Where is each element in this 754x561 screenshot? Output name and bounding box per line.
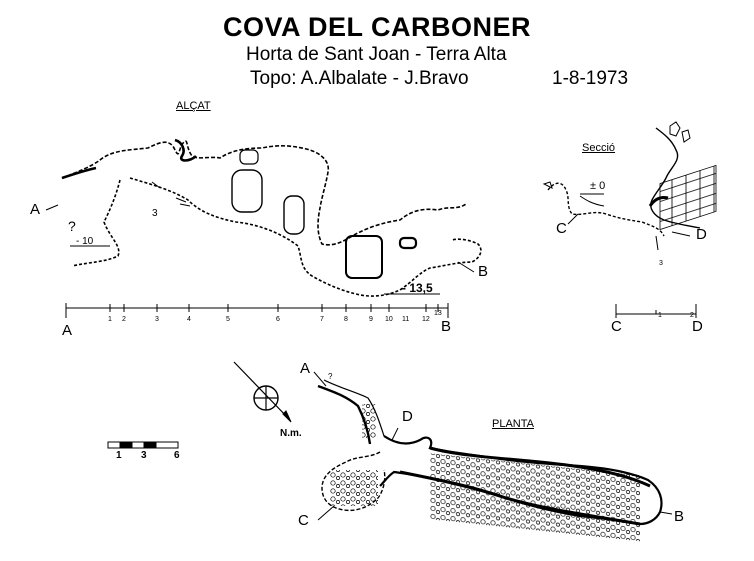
alcat-tick-label: 5 <box>226 316 230 323</box>
planta-label-b: B <box>674 508 685 525</box>
location-subtitle: Horta de Sant Joan - Terra Alta <box>246 44 507 65</box>
alcat-tick-label: 4 <box>187 316 191 323</box>
planta-title: PLANTA <box>492 418 534 430</box>
seccio-tick-label: 2 <box>690 312 694 319</box>
planta-label-d: D <box>402 408 413 425</box>
north-label: N.m. <box>280 428 302 439</box>
seccio-scale-d: D <box>692 318 703 335</box>
plan-scale-label: 3 <box>141 450 147 461</box>
alcat-tick-label: 7 <box>320 316 324 323</box>
alcat-tick-label: 8 <box>344 316 348 323</box>
seccio-label-d: D <box>696 226 707 243</box>
seccio-tick-label: 1 <box>658 312 662 319</box>
seccio-title: Secció <box>582 142 616 154</box>
alcat-tick-label: 1 <box>108 316 112 323</box>
plan-scale-label: 6 <box>174 450 180 461</box>
alcat-elevation <box>45 138 482 309</box>
page-title: COVA DEL CARBONER <box>222 12 532 42</box>
seccio-section <box>542 121 717 318</box>
seccio-scale-c: C <box>611 318 622 335</box>
alcat-scale-ticks <box>65 303 449 318</box>
survey-date: 1-8-1973 <box>552 68 629 89</box>
alcat-tick-label: 12 <box>422 316 430 323</box>
alcat-scale-b: B <box>441 318 452 335</box>
alcat-level-minus-10: - 10 <box>76 236 94 247</box>
alcat-scale-a: A <box>62 322 73 339</box>
alcat-tick-label: 9 <box>369 316 373 323</box>
seccio-level-zero: ± 0 <box>590 180 606 192</box>
topographers-credit: Topo: A.Albalate - J.Bravo <box>250 68 469 89</box>
alcat-number-3: 3 <box>152 208 158 219</box>
alcat-tick-label: 13 <box>434 310 442 317</box>
alcat-tick-label: 6 <box>276 316 280 323</box>
seccio-label-c: C <box>556 220 567 237</box>
alcat-tick-label: 3 <box>155 316 159 323</box>
alcat-label-b: B <box>478 263 489 280</box>
alcat-tick-label: 2 <box>122 316 126 323</box>
alcat-title: ALÇAT <box>176 100 211 112</box>
alcat-tick-label: 11 <box>402 316 410 323</box>
planta-plan <box>107 361 673 542</box>
plan-scale-label: 1 <box>116 450 122 461</box>
planta-label-a: A <box>300 360 311 377</box>
seccio-number-3: 3 <box>659 260 663 267</box>
planta-question-mark: ? <box>328 372 333 381</box>
alcat-question-mark: ? <box>68 218 76 234</box>
alcat-label-a: A <box>30 201 41 218</box>
alcat-level-minus-13: - 13,5 <box>402 281 433 295</box>
planta-label-c: C <box>298 512 309 529</box>
alcat-tick-label: 10 <box>385 316 393 323</box>
